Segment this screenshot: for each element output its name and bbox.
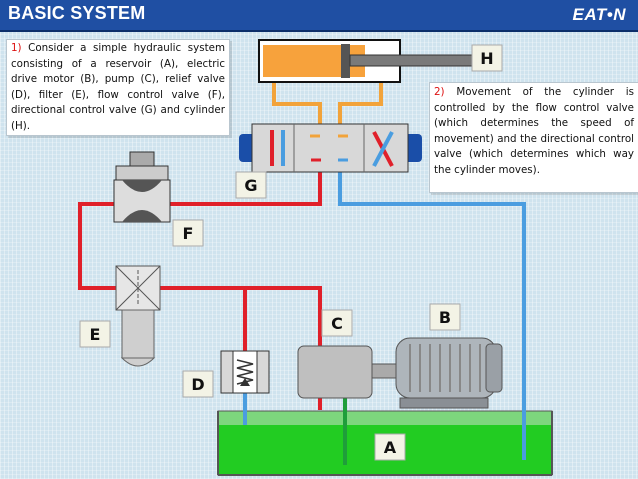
cylinder-lines bbox=[272, 82, 383, 130]
label-A: A bbox=[384, 438, 397, 457]
pump bbox=[297, 345, 397, 399]
note-intro: 1) Consider a simple hydraulic system co… bbox=[6, 39, 230, 136]
label-E: E bbox=[90, 325, 101, 344]
eaton-logo: EAT•N bbox=[572, 5, 626, 24]
note-movement-text: Movement of the cylinder is controlled b… bbox=[434, 86, 634, 176]
cylinder bbox=[258, 39, 478, 83]
note-movement-number: 2) bbox=[434, 86, 445, 98]
directional-control-valve bbox=[239, 123, 422, 173]
flow-control-valve bbox=[113, 151, 171, 223]
label-G: G bbox=[244, 176, 257, 195]
header-bar: BASIC SYSTEM EAT•N bbox=[0, 0, 638, 32]
label-F: F bbox=[183, 224, 194, 243]
return-lines bbox=[243, 160, 526, 460]
slide-title: BASIC SYSTEM bbox=[8, 3, 146, 23]
component-labels: A B C D E F G H bbox=[79, 44, 503, 461]
note-intro-number: 1) bbox=[11, 42, 22, 54]
relief-valve bbox=[220, 350, 270, 394]
label-C: C bbox=[331, 314, 343, 333]
filter bbox=[115, 265, 161, 367]
label-D: D bbox=[191, 375, 204, 394]
label-H: H bbox=[480, 49, 493, 68]
electric-motor bbox=[395, 337, 503, 409]
note-movement: 2) Movement of the cylinder is controlle… bbox=[429, 82, 638, 193]
label-B: B bbox=[439, 308, 451, 327]
note-intro-text: Consider a simple hydraulic system consi… bbox=[11, 42, 225, 132]
